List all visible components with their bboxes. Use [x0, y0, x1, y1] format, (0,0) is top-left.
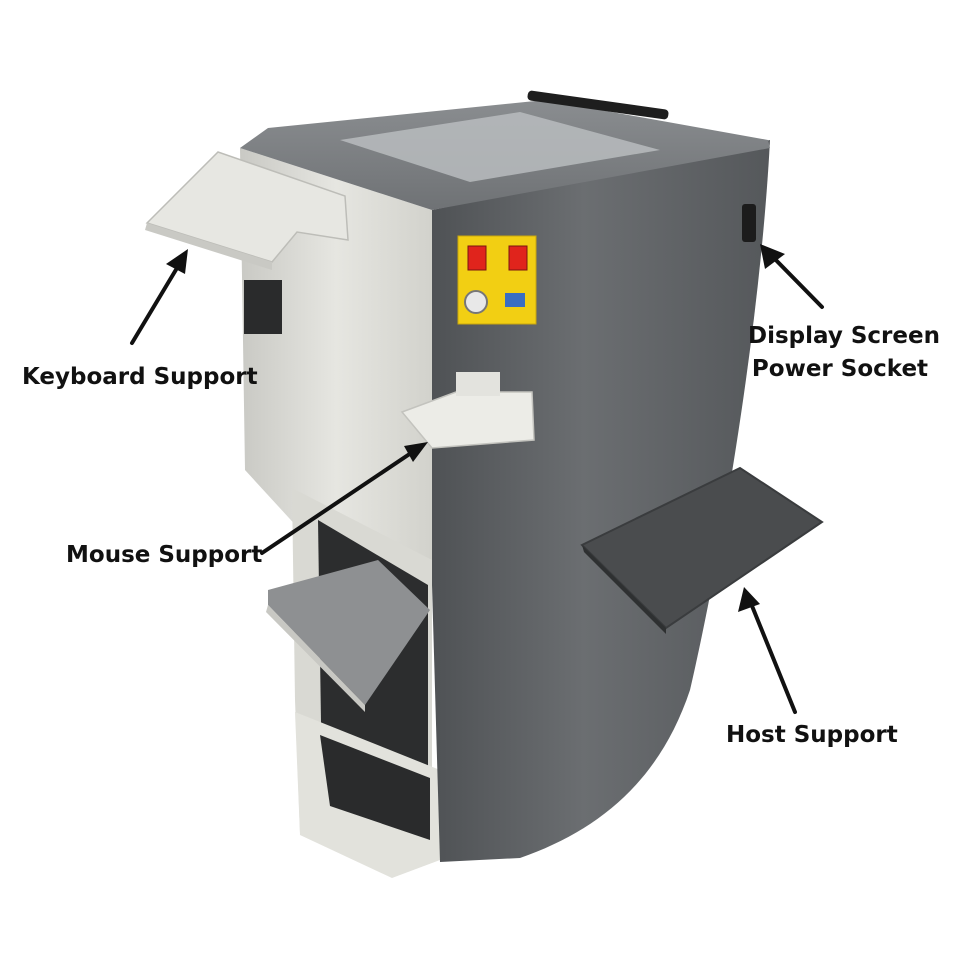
arrow-display-screen-power-socket: [766, 250, 824, 309]
label-display-screen-power-socket: Display Screen Power Socket: [748, 320, 940, 386]
label-power-socket: Power Socket: [751, 356, 929, 382]
top-handle: [527, 90, 669, 120]
mouse-tray: [400, 391, 535, 449]
power-socket: [742, 204, 756, 242]
label-display-screen: Display Screen: [748, 323, 940, 349]
arrow-keyboard-support: [130, 256, 185, 345]
host-tray: [580, 466, 824, 630]
callout-arrows: [130, 250, 824, 714]
lower-shelf: [268, 560, 430, 705]
arrow-mouse-support: [260, 445, 422, 555]
power-switch-right: [508, 245, 528, 271]
label-keyboard-support: Keyboard Support: [22, 364, 258, 390]
power-switch-left: [467, 245, 487, 271]
cabinet-left-panel: [240, 148, 432, 585]
arrow-host-support: [746, 594, 797, 714]
label-mouse-support: Mouse Support: [66, 542, 263, 568]
top-glass-panel: [340, 112, 660, 182]
label-host-support: Host Support: [726, 722, 898, 748]
emergency-stop-button: [464, 290, 488, 314]
